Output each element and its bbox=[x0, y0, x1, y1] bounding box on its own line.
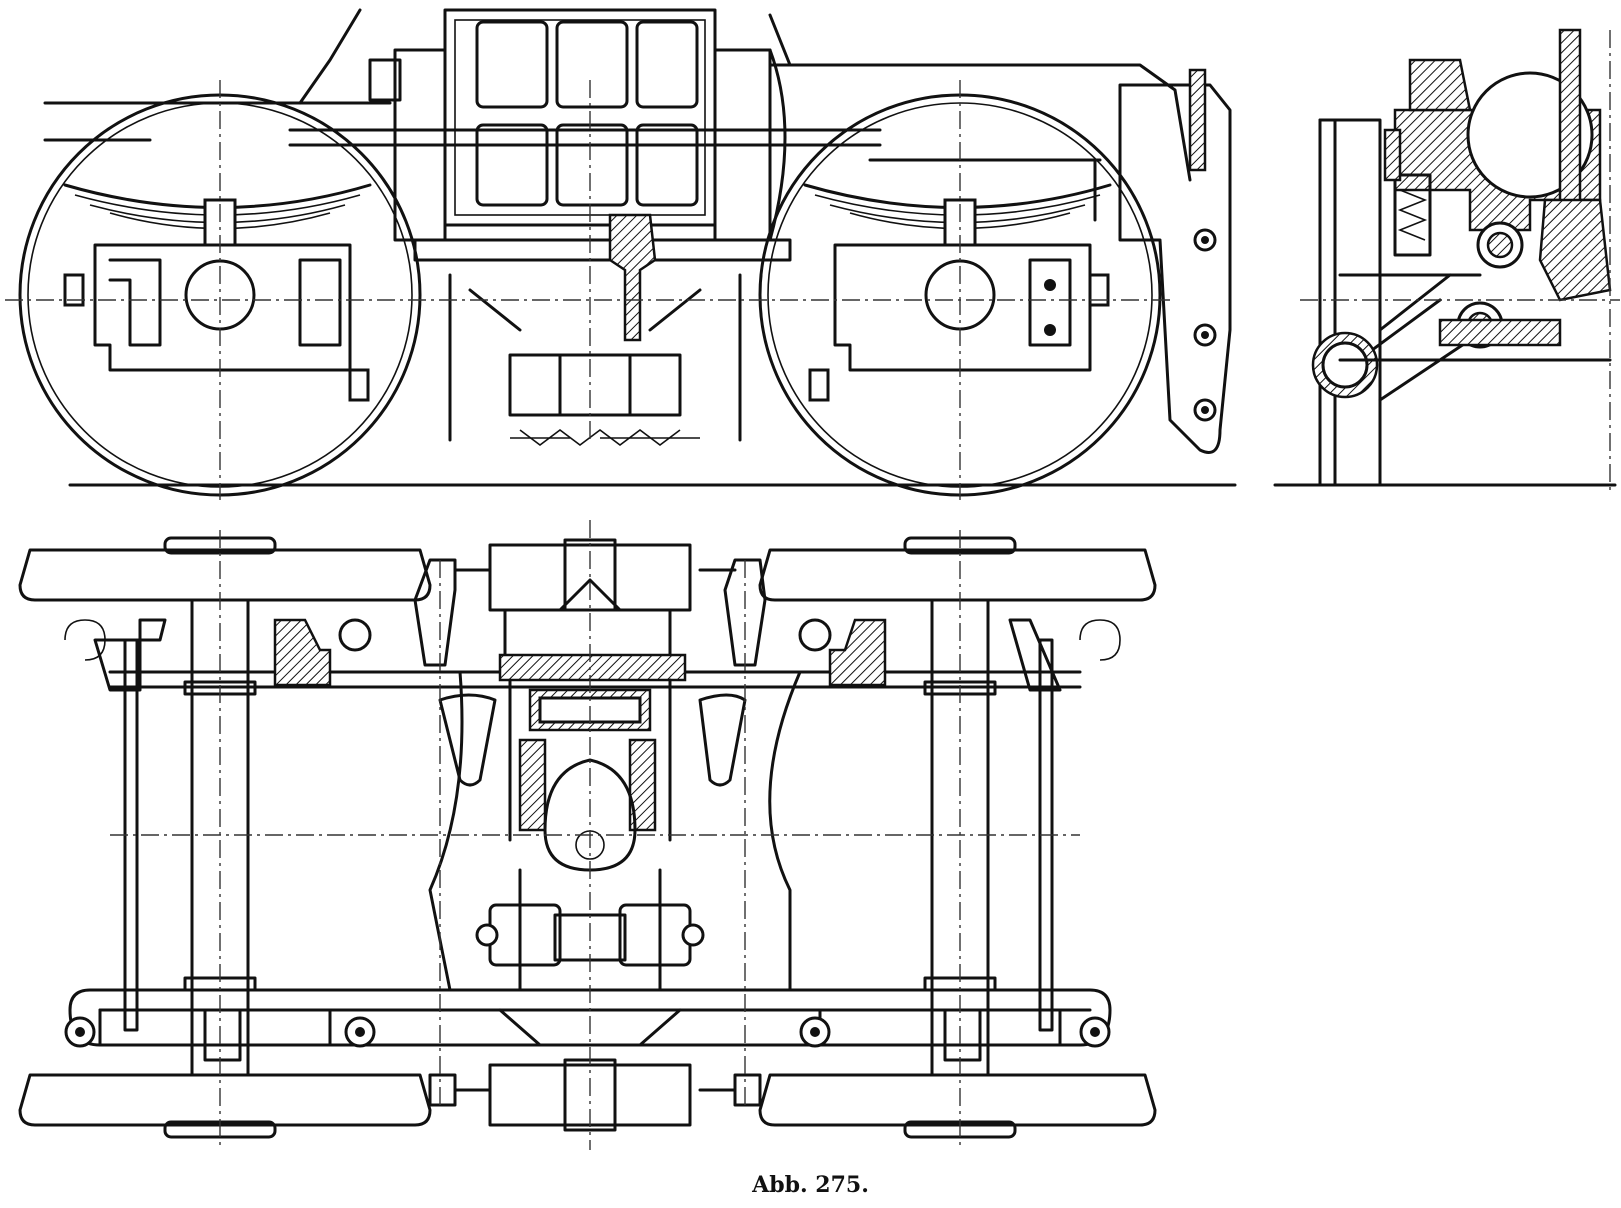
brake-links bbox=[413, 558, 767, 1107]
right-leaf-spring bbox=[803, 183, 1112, 247]
plan-view bbox=[18, 520, 1157, 1150]
bolster bbox=[373, 538, 802, 1132]
plan-wheel-top-left bbox=[18, 536, 432, 602]
plan-wheel-bottom-right bbox=[758, 1073, 1157, 1139]
figure-caption: Abb. 275. bbox=[752, 1172, 869, 1198]
end-section-view bbox=[1273, 28, 1620, 490]
left-leaf-spring bbox=[63, 183, 372, 247]
plan-wheel-bottom-left bbox=[18, 1073, 432, 1139]
plan-wheel-top-right bbox=[758, 536, 1157, 602]
center-frame-block bbox=[288, 8, 882, 446]
left-axle-box bbox=[63, 243, 370, 402]
spring-hangers bbox=[64, 618, 1121, 692]
side-elevation-view bbox=[5, 8, 1237, 500]
right-axle-box bbox=[808, 243, 1110, 402]
end-beam bbox=[1118, 68, 1232, 454]
